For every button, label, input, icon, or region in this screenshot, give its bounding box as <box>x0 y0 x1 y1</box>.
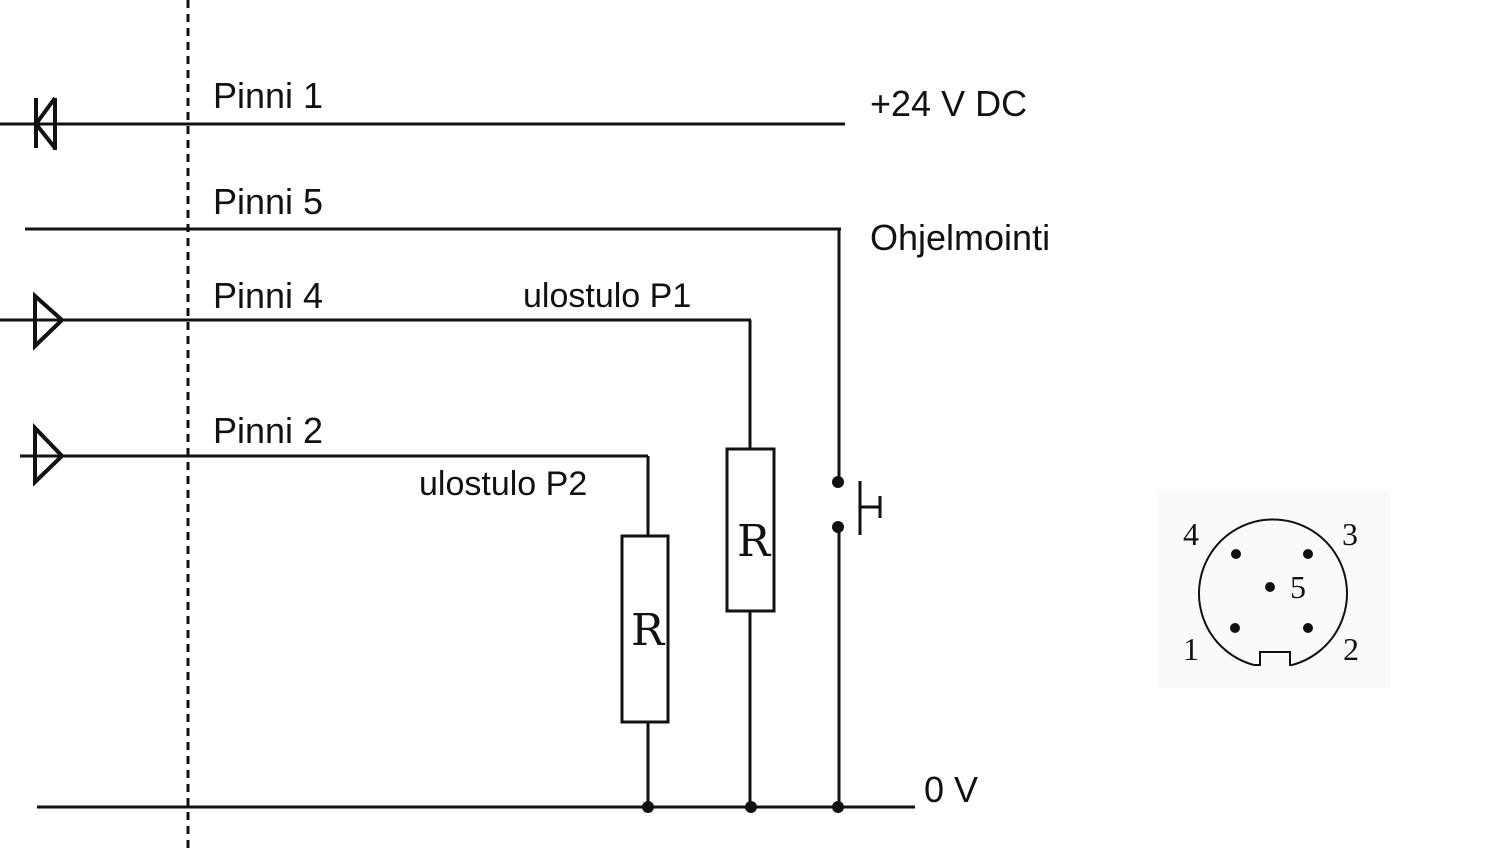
junction-dot-p1 <box>745 801 757 813</box>
connector-pin-1-dot <box>1230 623 1240 633</box>
output-p1-label: ulostulo P1 <box>523 277 691 315</box>
connector-pin-3-label: 3 <box>1342 516 1358 552</box>
connector-pin-1-label: 1 <box>1183 631 1199 667</box>
resistor-p1 <box>725 447 776 613</box>
resistor-p2 <box>620 534 670 724</box>
output-p2-label: ulostulo P2 <box>419 465 587 503</box>
push-button-switch-icon <box>832 476 882 535</box>
connector-pin-3-dot <box>1303 549 1313 559</box>
connector-pin-5-label: 5 <box>1290 569 1306 605</box>
pin4-label: Pinni 4 <box>213 275 323 316</box>
supply-label: +24 V DC <box>870 83 1027 124</box>
pin1-label: Pinni 1 <box>213 75 323 116</box>
junction-dot-p2 <box>642 801 654 813</box>
resistor-p1-label: R <box>737 516 772 567</box>
diode-icon <box>33 96 57 150</box>
ground-label: 0 V <box>924 769 978 810</box>
programming-label: Ohjelmointi <box>870 217 1050 258</box>
connector-pin-4-label: 4 <box>1183 516 1199 552</box>
resistor-p2-label: R <box>631 605 666 656</box>
connector-pin-5-dot <box>1265 582 1275 592</box>
connector-pinout: 4 3 5 1 2 <box>1158 490 1390 688</box>
junction-dot-switch <box>832 801 844 813</box>
connector-pin-2-label: 2 <box>1343 631 1359 667</box>
buffer-icon-pin2 <box>33 423 65 487</box>
pin5-label: Pinni 5 <box>213 181 323 222</box>
pin2-label: Pinni 2 <box>213 410 323 451</box>
connector-pin-4-dot <box>1231 549 1241 559</box>
buffer-icon-pin4 <box>33 291 65 351</box>
connector-pin-2-dot <box>1303 623 1313 633</box>
